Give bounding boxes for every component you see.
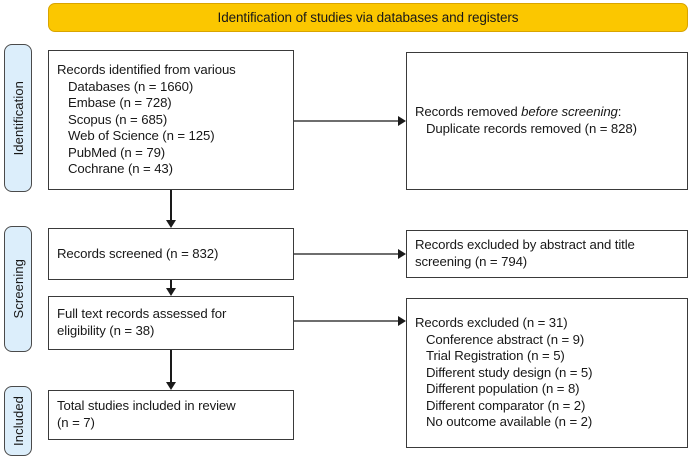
stage-tab-identification: Identification [4,44,32,192]
arrowhead-identified-to-screened [166,220,176,228]
box-records-identified: Records identified from various Database… [48,50,294,190]
connector-screened-to-excluded-title [294,253,398,255]
records-identified-line-5: Web of Science (n = 125) [68,128,215,144]
stage-tab-included-label: Included [10,396,26,446]
arrowhead-fulltext-to-included [166,382,176,390]
fulltext-line-1: Full text records assessed for [57,306,227,322]
records-excluded-title-line-2: screening (n = 794) [415,254,528,269]
records-identified-line-2: Databases (n = 1660) [68,78,194,94]
stage-tab-screening-label: Screening [10,259,26,319]
records-excluded-full-line-7: No outcome available (n = 2) [426,414,593,430]
connector-fulltext-to-excluded [294,320,398,322]
records-identified-line-1: Records identified from various [57,61,236,77]
arrowhead-screened-to-fulltext [166,288,176,296]
records-identified-line-6: PubMed (n = 79) [68,144,166,160]
connector-identified-to-screened [170,190,172,220]
arrowhead-fulltext-to-excluded [398,316,406,326]
connector-screened-to-fulltext [170,280,172,288]
records-identified-line-4: Scopus (n = 685) [68,111,168,127]
stage-tab-screening: Screening [4,226,32,352]
studies-included-line-1: Total studies included in review [57,398,236,414]
records-identified-line-3: Embase (n = 728) [68,95,172,111]
box-records-excluded-fulltext: Records excluded (n = 31) Conference abs… [406,298,688,448]
studies-included-line-2: (n = 7) [57,415,95,430]
records-excluded-full-line-2: Conference abstract (n = 9) [426,331,585,347]
records-excluded-full-line-1: Records excluded (n = 31) [415,314,568,330]
connector-identified-to-removed [294,120,398,122]
records-excluded-title-line-1: Records excluded by abstract and title [415,237,635,253]
records-identified-line-7: Cochrane (n = 43) [68,161,173,177]
records-removed-suffix: : [617,104,622,120]
records-excluded-full-line-5: Different population (n = 8) [426,381,580,397]
records-removed-line-1: Records removed before screening: [415,104,679,121]
records-excluded-full-line-4: Different study design (n = 5) [426,364,593,380]
box-records-removed: Records removed before screening: Duplic… [406,52,688,190]
stage-tab-included: Included [4,386,32,456]
records-removed-prefix: Records removed [415,104,522,120]
arrowhead-screened-to-excluded-title [398,249,406,259]
records-removed-line-2: Duplicate records removed (n = 828) [426,121,637,136]
banner-title: Identification of studies via databases … [217,10,519,25]
connector-fulltext-to-included [170,350,172,382]
records-removed-emphasis: before screening [521,104,618,120]
records-excluded-full-line-6: Different comparator (n = 2) [426,397,586,413]
box-records-excluded-title: Records excluded by abstract and title s… [406,230,688,278]
records-screened-line-1: Records screened (n = 832) [57,245,219,261]
box-records-screened: Records screened (n = 832) [48,228,294,280]
box-fulltext-assessed: Full text records assessed for eligibili… [48,296,294,350]
banner-identification-header: Identification of studies via databases … [48,3,688,32]
fulltext-line-2: eligibility (n = 38) [57,323,155,338]
stage-tab-identification-label: Identification [10,80,26,156]
arrowhead-identified-to-removed [398,116,406,126]
box-studies-included: Total studies included in review (n = 7) [48,390,294,440]
records-excluded-full-line-3: Trial Registration (n = 5) [426,348,565,364]
